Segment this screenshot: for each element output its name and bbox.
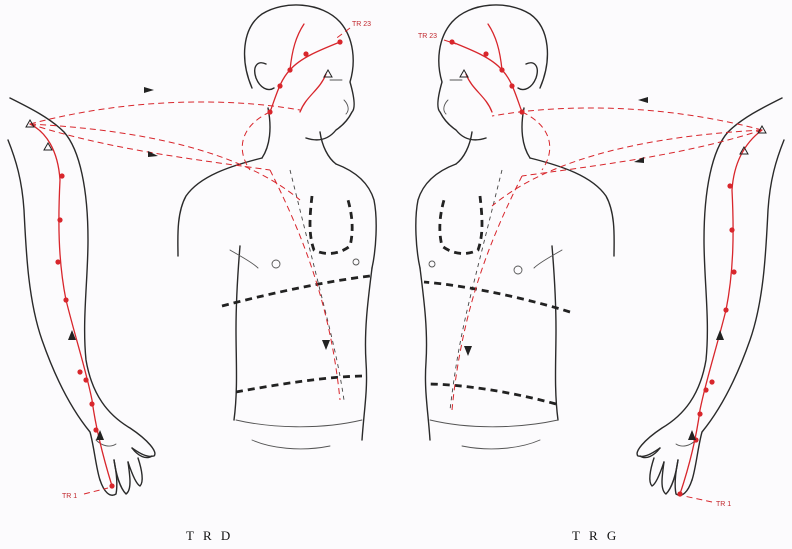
caption-right-side: T R D bbox=[186, 528, 234, 543]
label-tr1-right: TR 1 bbox=[62, 493, 77, 500]
caption-left-side: T R G bbox=[572, 528, 620, 543]
label-tr1-left: TR 1 bbox=[716, 501, 731, 508]
meridian-tr-right bbox=[29, 23, 341, 487]
left-arm-figure bbox=[7, 97, 156, 496]
meridian-tr-left bbox=[451, 23, 763, 495]
left-torso-figure bbox=[177, 4, 377, 450]
flow-arrows bbox=[68, 87, 724, 440]
right-torso-figure bbox=[415, 4, 615, 450]
start-markers bbox=[25, 68, 767, 155]
label-tr23-right: TR 23 bbox=[352, 21, 371, 28]
label-tr23-left: TR 23 bbox=[418, 33, 437, 40]
meridian-points-right bbox=[55, 39, 343, 489]
right-arm-figure bbox=[636, 97, 785, 496]
meridian-points-left bbox=[449, 39, 737, 497]
